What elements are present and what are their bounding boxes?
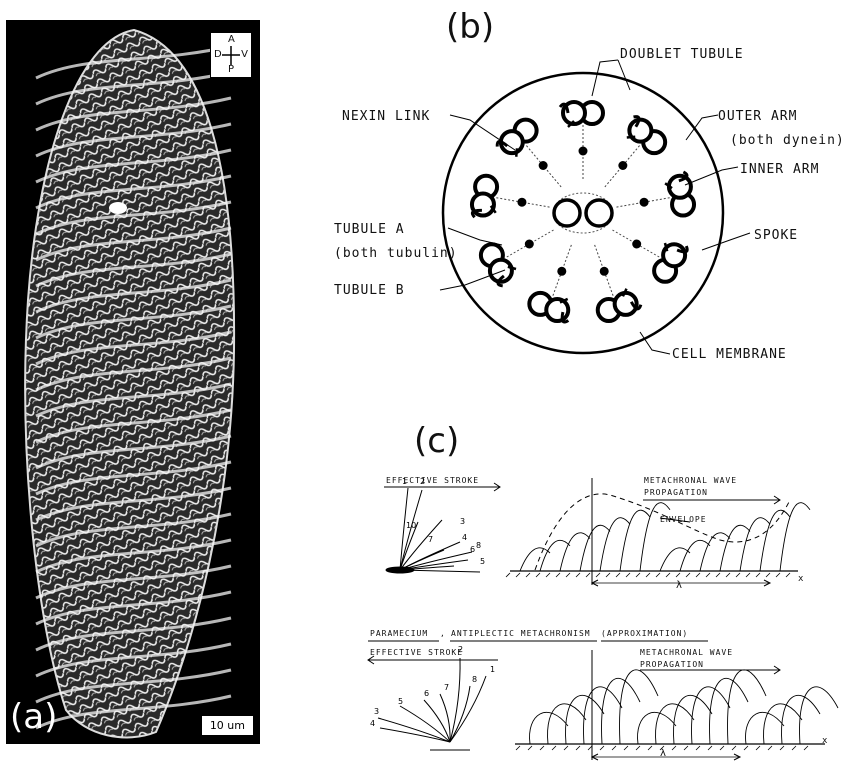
wave-cilium [800,687,838,744]
wave-cilium [638,712,676,744]
stroke-number: 8 [476,541,481,550]
cilium-stroke [450,686,470,742]
wave-cilium [584,687,622,744]
stroke-number: 4 [462,533,467,542]
top-wave-cilia [520,503,810,571]
bottom-stroke-numbers: 2 3 4 5 6 7 8 1 [370,645,495,728]
wave-cilium [680,540,710,571]
stroke-number: 8 [472,675,477,684]
wave-cilium [710,678,748,744]
wave-cilium [620,670,658,744]
stroke-number: 7 [444,683,449,692]
axoneme-leader-lines [330,40,850,370]
stroke-number: 6 [470,545,475,554]
stroke-number: 2 [420,477,425,486]
cell-micrograph [6,20,260,744]
wave-cilium [746,712,784,744]
scale-bar: 10 um [201,715,254,736]
stroke-number: 1 [402,477,407,486]
wave-cilium [674,695,712,744]
stroke-number: 10 [406,521,416,530]
bottom-wave-cilia [530,670,838,744]
wave-cilium [530,712,568,744]
panel-label-c: (c) [414,424,459,458]
stroke-number: 6 [424,689,429,698]
wave-cilium [692,687,730,744]
stroke-number: 2 [458,645,463,654]
compass-cross [211,33,251,77]
top-envelope-curve [535,494,790,570]
top-stroke-fan [386,488,480,573]
wave-cilium [640,503,670,571]
wave-cilium [566,695,604,744]
stroke-number: 3 [460,517,465,526]
orientation-compass: A P D V [210,32,252,78]
wave-cilium [560,533,590,571]
top-stroke-numbers: 1 2 10 3 48 56 7 [402,477,485,566]
wave-cilium [740,518,770,571]
stroke-number: 1 [490,665,495,674]
wave-cilium [720,525,750,571]
cilium-stroke [380,728,450,742]
panel-label-b: (b) [446,10,494,44]
stroke-base [386,567,414,573]
wave-cilium [782,695,820,744]
wave-cilium [540,540,570,571]
wave-cilium [580,525,610,571]
stroke-number: 4 [370,719,375,728]
stroke-number: 5 [398,697,403,706]
wave-cilium [602,678,640,744]
stroke-number: 3 [374,707,379,716]
wave-cilium [520,548,550,571]
wave-cilium [780,503,810,571]
stroke-number: 7 [428,535,433,544]
micrograph-panel: A P D V (a) 10 um [6,20,260,744]
wave-cilium [600,518,630,571]
panel-label-a: (a) [10,700,57,734]
bottom-stroke-fan [378,658,486,750]
cilium-stroke [424,700,450,742]
wave-cilium [728,670,766,744]
stroke-number: 5 [480,557,485,566]
wave-cilium [660,548,690,571]
